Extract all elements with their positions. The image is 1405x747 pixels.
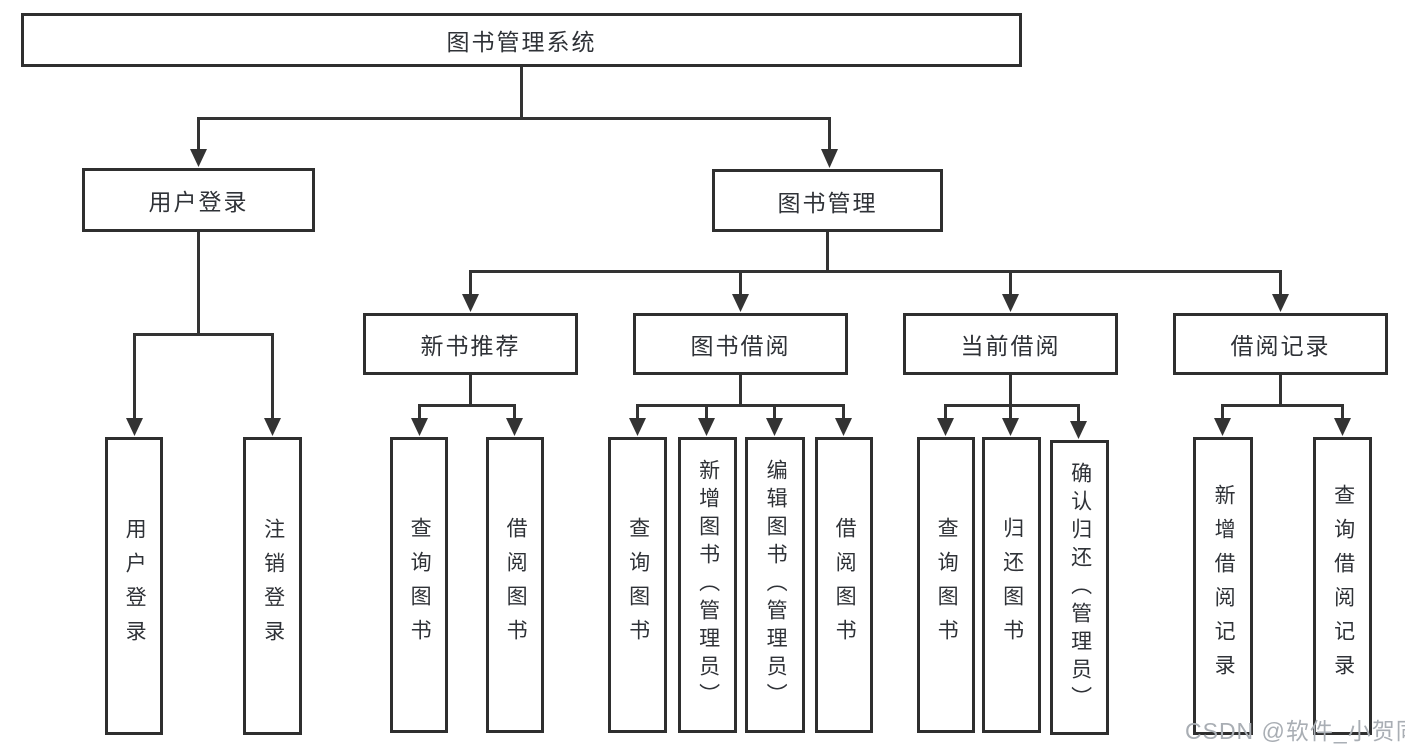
node-book-borrow-label: 图书借阅 (690, 333, 791, 359)
node-login: 用户登录 (105, 437, 163, 735)
node-current-borrow: 当前借阅 (903, 313, 1118, 375)
node-bb-borrow-label: 借阅图书 (833, 517, 857, 653)
node-root: 图书管理系统 (21, 13, 1022, 67)
node-user-login: 用户登录 (82, 168, 315, 232)
node-cb-query: 查询图书 (917, 437, 975, 733)
node-bb-query: 查询图书 (608, 437, 667, 733)
node-br-query-label: 查询借阅记录 (1331, 484, 1355, 688)
node-nbr-query-label: 查询图书 (408, 517, 432, 653)
node-bb-borrow: 借阅图书 (815, 437, 873, 733)
node-bb-add: 新增图书（管理员） (678, 437, 737, 733)
node-new-book-rec-label: 新书推荐 (420, 333, 521, 359)
node-borrow-records-label: 借阅记录 (1230, 333, 1331, 359)
node-cb-return-label: 归还图书 (1000, 517, 1024, 653)
node-book-mgmt: 图书管理 (712, 169, 943, 232)
node-bb-query-label: 查询图书 (626, 517, 650, 653)
node-nbr-borrow: 借阅图书 (486, 437, 544, 733)
node-logout-label: 注销登录 (261, 518, 285, 654)
node-nbr-query: 查询图书 (390, 437, 448, 733)
arrowhead-icons (126, 149, 1351, 439)
node-cb-query-label: 查询图书 (935, 517, 959, 653)
node-book-mgmt-label: 图书管理 (777, 189, 878, 216)
node-borrow-records: 借阅记录 (1173, 313, 1388, 375)
node-current-borrow-label: 当前借阅 (960, 333, 1061, 359)
node-logout: 注销登录 (243, 437, 302, 735)
node-bb-edit-label: 编辑图书（管理员） (764, 459, 788, 711)
node-new-book-rec: 新书推荐 (363, 313, 578, 375)
node-root-label: 图书管理系统 (446, 29, 597, 55)
node-user-login-label: 用户登录 (148, 189, 249, 215)
node-cb-return: 归还图书 (982, 437, 1041, 733)
node-nbr-borrow-label: 借阅图书 (504, 517, 528, 653)
node-br-add: 新增借阅记录 (1193, 437, 1253, 735)
node-bb-edit: 编辑图书（管理员） (745, 437, 805, 733)
node-bb-add-label: 新增图书（管理员） (696, 459, 720, 711)
node-br-query: 查询借阅记录 (1313, 437, 1372, 735)
node-cb-confirm: 确认归还（管理员） (1050, 440, 1109, 735)
node-book-borrow: 图书借阅 (633, 313, 848, 375)
node-login-label: 用户登录 (123, 518, 147, 654)
node-br-add-label: 新增借阅记录 (1212, 484, 1236, 688)
csdn-watermark: CSDN @软件_小贺同学 (1185, 718, 1405, 744)
node-cb-confirm-label: 确认归还（管理员） (1068, 461, 1092, 714)
